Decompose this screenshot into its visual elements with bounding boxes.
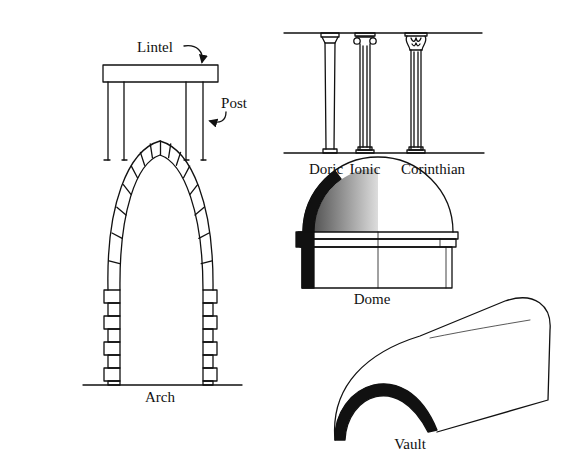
voussoir-joint bbox=[176, 152, 180, 165]
arch-extrados bbox=[108, 141, 213, 290]
voussoir-joint bbox=[131, 166, 137, 178]
wall-block bbox=[203, 355, 213, 368]
wall-block bbox=[104, 316, 120, 329]
dome-section bbox=[303, 171, 341, 232]
wall-block bbox=[203, 368, 217, 381]
part-label: Post bbox=[221, 95, 247, 112]
arch-figure bbox=[83, 141, 242, 385]
post-leader bbox=[210, 112, 226, 122]
arch-ground bbox=[83, 384, 242, 385]
dome-drum bbox=[302, 247, 452, 288]
part-label: Vault bbox=[394, 436, 426, 453]
dome-interior-shading bbox=[314, 168, 378, 232]
arch-intrados bbox=[120, 155, 203, 290]
voussoir-joint bbox=[150, 144, 152, 158]
voussoir-joint bbox=[190, 185, 198, 195]
voussoir-joint bbox=[140, 152, 144, 165]
voussoir-joint bbox=[112, 233, 122, 238]
voussoir-joint bbox=[123, 185, 131, 195]
voussoir-joints bbox=[109, 141, 212, 264]
wall-block bbox=[104, 342, 120, 355]
corinthian-column bbox=[405, 33, 427, 153]
voussoir-joint bbox=[117, 207, 126, 215]
wall-block bbox=[203, 303, 213, 316]
wall-block bbox=[203, 329, 213, 342]
part-label: Ionic bbox=[350, 161, 381, 178]
ionic-column bbox=[354, 33, 376, 153]
vault-surface-line bbox=[430, 320, 530, 338]
ground-line bbox=[284, 152, 484, 153]
part-label: Lintel bbox=[137, 39, 173, 56]
vault-outline bbox=[335, 298, 551, 440]
part-label: Doric bbox=[309, 161, 343, 178]
lintel-beam bbox=[103, 65, 218, 82]
voussoir-joint bbox=[169, 144, 171, 158]
voussoir-joint bbox=[109, 261, 120, 264]
part-label: Arch bbox=[145, 389, 175, 406]
columns-figure bbox=[284, 33, 484, 153]
voussoir-joint bbox=[201, 261, 212, 264]
section-line bbox=[378, 232, 379, 288]
lintel-leader bbox=[184, 46, 202, 62]
part-label: Corinthian bbox=[401, 161, 465, 178]
drum-steps bbox=[440, 239, 446, 288]
drum-section bbox=[296, 232, 314, 288]
post-feet bbox=[104, 159, 206, 160]
wall-block bbox=[108, 355, 120, 368]
posts bbox=[108, 82, 203, 160]
wall-block bbox=[108, 381, 120, 385]
wall-block bbox=[203, 316, 217, 329]
voussoir-joint bbox=[195, 207, 204, 215]
doric-column bbox=[321, 33, 339, 153]
part-label: Dome bbox=[354, 291, 391, 308]
wall-block bbox=[108, 303, 120, 316]
wall-blocks bbox=[104, 290, 217, 385]
wall-block bbox=[108, 329, 120, 342]
voussoir-joint bbox=[160, 141, 161, 155]
wall-block bbox=[104, 290, 120, 303]
wall-block bbox=[104, 368, 120, 381]
voussoir-joint bbox=[199, 233, 209, 238]
wall-block bbox=[203, 290, 217, 303]
vault-front-arch bbox=[335, 384, 437, 440]
wall-block bbox=[203, 342, 217, 355]
voussoir-joint bbox=[184, 166, 190, 178]
wall-block bbox=[203, 381, 213, 385]
vault-figure bbox=[335, 298, 551, 440]
entablature-line bbox=[284, 32, 482, 33]
